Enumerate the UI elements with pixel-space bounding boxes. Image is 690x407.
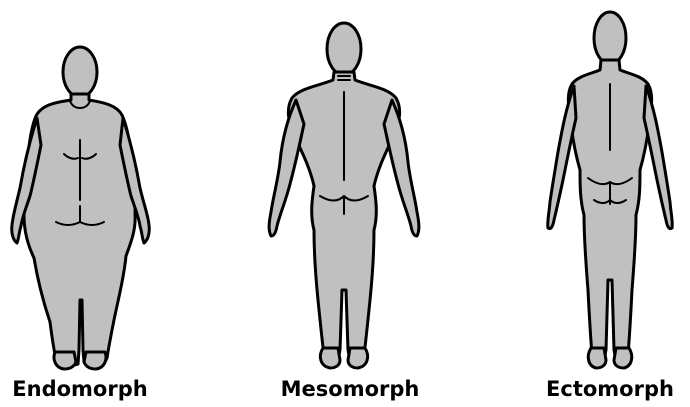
mesomorph-label: Mesomorph bbox=[265, 372, 435, 407]
mesomorph-figure bbox=[269, 23, 419, 368]
ectomorph-figure bbox=[548, 12, 673, 368]
ectomorph-label: Ectomorph bbox=[530, 372, 690, 407]
endomorph-label: Endomorph bbox=[0, 372, 160, 407]
endomorph-figure bbox=[12, 47, 150, 369]
